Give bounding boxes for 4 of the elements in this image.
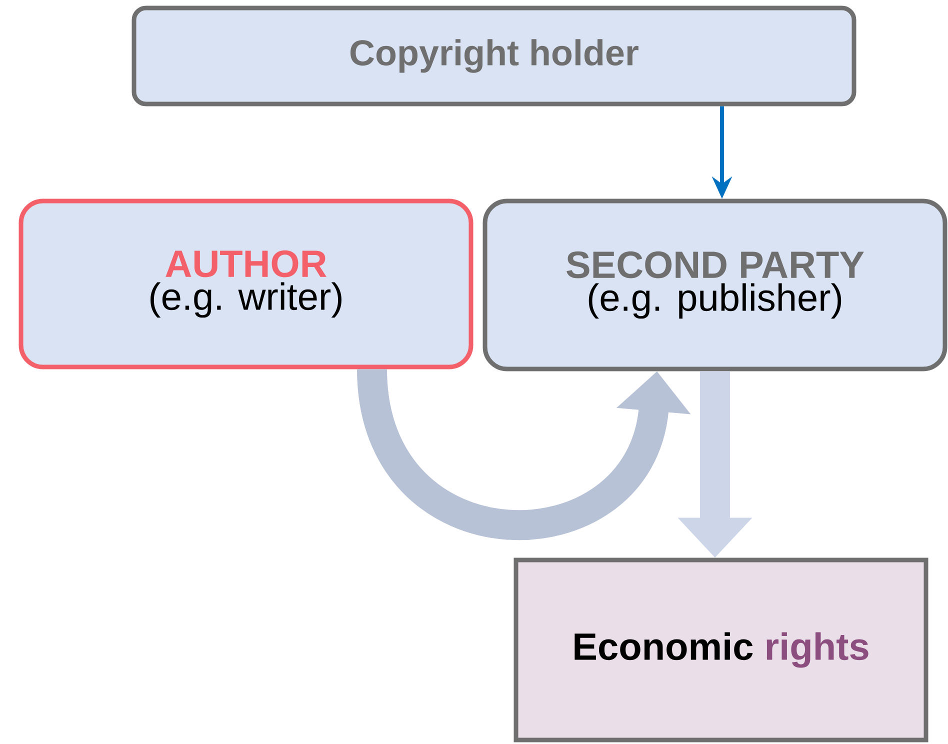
holder-box: Copyright holder [132,6,856,106]
author-box: AUTHOR (e.g. writer) [18,198,474,370]
result-box: Economic rights [514,558,928,742]
party-box: SECOND PARTY (e.g. publisher) [482,198,948,372]
